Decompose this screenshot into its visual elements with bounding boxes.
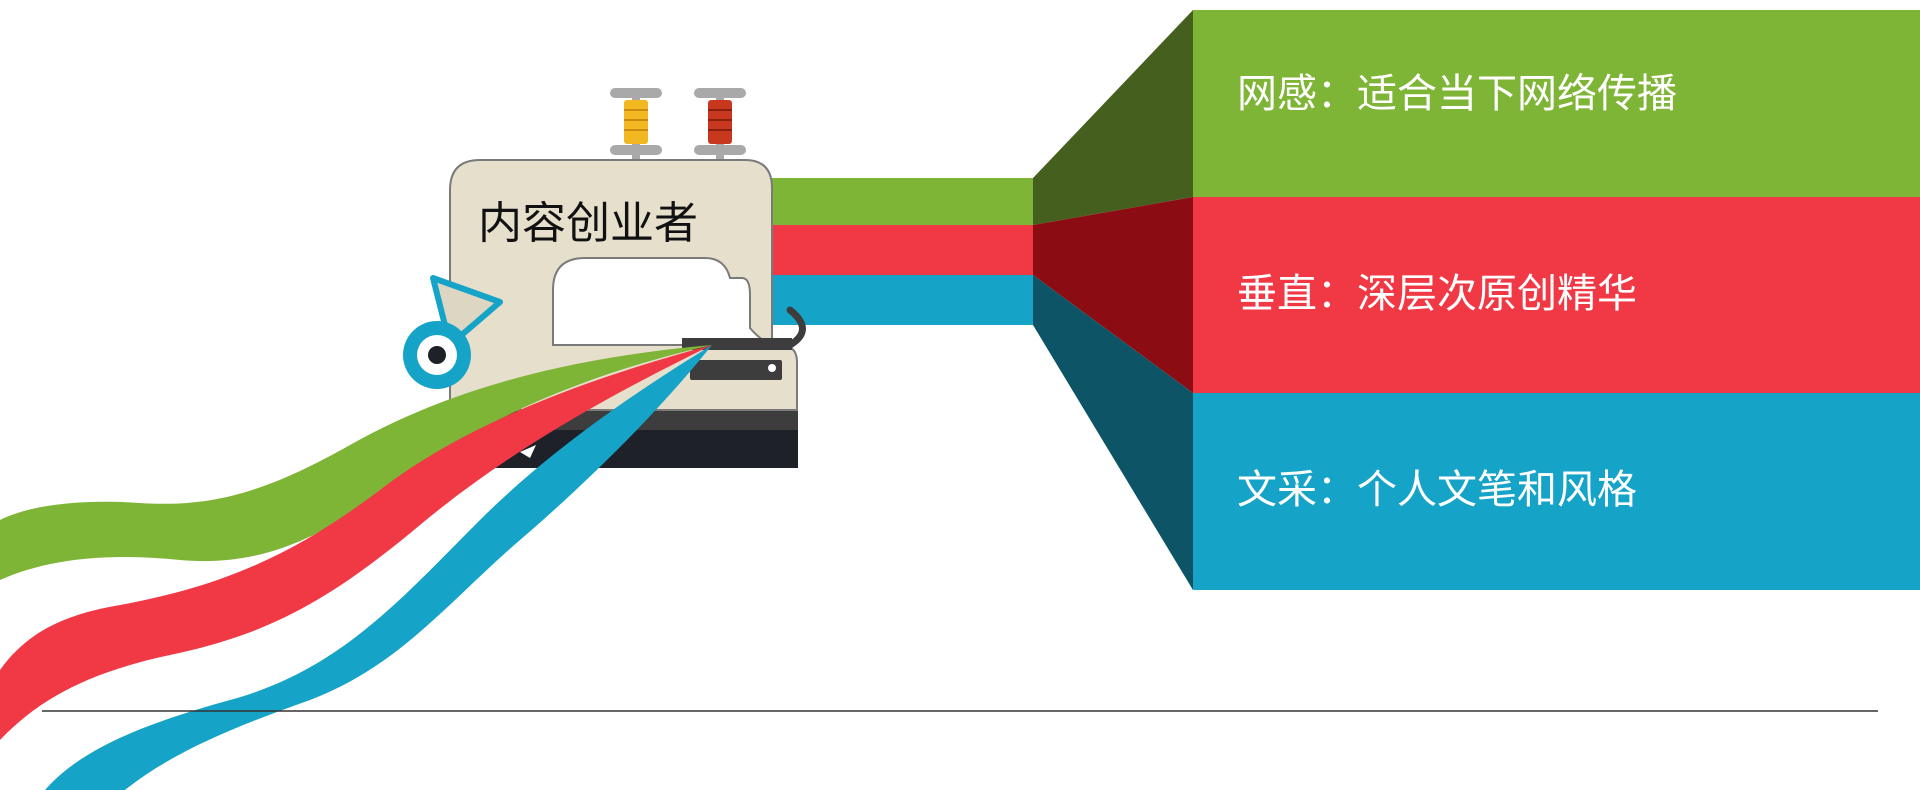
machine-indicator-light [768,364,776,372]
fabric-strip-red [770,225,1033,275]
fabric-strips [770,178,1033,325]
band-label-wanggan: 网感：适合当下网络传播 [1237,71,1677,117]
handwheel-icon [403,275,503,389]
ribbon-red [0,345,712,740]
band-side-chuizhi [1033,197,1193,393]
band-label-chuizhi: 垂直：深层次原创精华 [1237,271,1637,317]
needle-plate [682,338,792,350]
fabric-strip-green [770,178,1033,225]
machine-slot [690,360,782,380]
band-label-wencai: 文采：个人文笔和风格 [1237,467,1637,513]
band-side-wanggan [1033,10,1193,225]
spool-yellow-icon [610,88,662,162]
fabric-strip-blue [770,275,1033,325]
thread-hook [786,306,806,349]
machine-title: 内容创业者 [478,198,698,249]
band-block: 网感：适合当下网络传播 垂直：深层次原创精华 文采：个人文笔和风格 [1033,10,1920,590]
ribbon-blue [45,345,712,790]
ribbon-white-gap [520,445,536,458]
machine-arm-opening [552,257,773,346]
spool-red-icon [694,88,746,162]
band-front-chuizhi [1193,197,1920,393]
band-side-wencai [1033,275,1193,590]
band-front-wanggan [1193,10,1920,197]
band-front-wencai [1193,393,1920,590]
ribbons [0,345,712,790]
ribbon-green [0,345,712,580]
